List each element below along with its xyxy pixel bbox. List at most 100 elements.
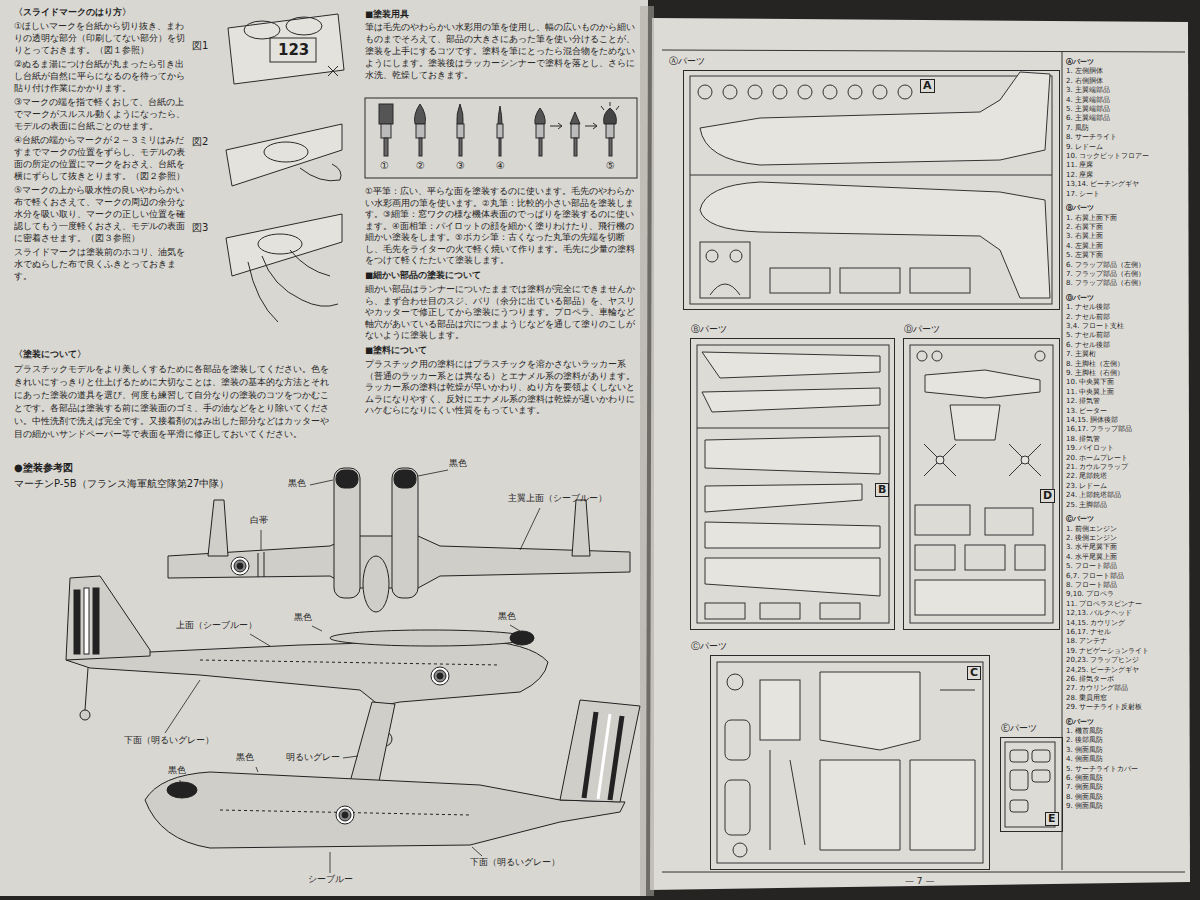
parts-group-heading: Ⓒパーツ xyxy=(691,640,727,652)
sprue-parts xyxy=(700,242,750,298)
parts-list-item: 1. 機首風防 xyxy=(1066,727,1188,736)
sprue-parts xyxy=(910,268,970,293)
sprue-parts xyxy=(1032,750,1050,762)
sprue-parts xyxy=(932,351,942,361)
sprue-letter: E xyxy=(1045,812,1059,826)
text-column: 〈スライドマークのはり方〉①ほしいマークを台紙から切り抜き、まわりの透明な部分（… xyxy=(14,6,186,284)
aircraft-side-view xyxy=(200,660,500,665)
parts-list-item: 5. サーチライトカバー xyxy=(1066,765,1188,774)
parts-list-item: 29. サーチライト反射板 xyxy=(1066,703,1188,712)
sprue-letter: C xyxy=(967,666,981,680)
parts-list-item: 4. 主翼端部品 xyxy=(1066,96,1188,105)
leader-line xyxy=(418,470,448,476)
leader-line xyxy=(256,767,258,772)
brush-illustration xyxy=(497,124,503,138)
aircraft-top-view xyxy=(237,563,243,569)
sprue-parts xyxy=(770,750,771,850)
brush-illustration xyxy=(416,124,425,138)
section-heading: Ⓒパーツ xyxy=(1066,515,1188,524)
aircraft-top-view xyxy=(208,500,228,556)
sprue-parts xyxy=(925,370,1040,398)
parts-list-item: 6. 主翼端部品 xyxy=(1066,114,1188,123)
sprue-parts xyxy=(820,672,920,750)
leader-line xyxy=(510,625,520,631)
sprue-parts xyxy=(823,85,837,99)
parts-list-item: 2. 右側胴体 xyxy=(1066,77,1188,86)
brush-illustration xyxy=(539,138,542,156)
sprue-parts xyxy=(1032,770,1050,782)
decal-figure xyxy=(270,38,316,62)
aircraft-bottom-view xyxy=(350,702,395,786)
sprue-parts xyxy=(702,352,880,378)
sprue-parts xyxy=(705,484,862,512)
parts-list-item: 8. フロート部品 xyxy=(1066,581,1188,590)
parts-list-item: 8. フラップ部品（右側） xyxy=(1066,279,1188,288)
aircraft-side-view xyxy=(510,631,534,645)
sprue-parts xyxy=(702,388,880,412)
parts-list-item: 27. カウリング部品 xyxy=(1066,684,1188,693)
parts-list-item: 6. フラップ部品（左側） xyxy=(1066,261,1188,270)
aircraft-top-view xyxy=(168,468,630,612)
parts-list-item: 1. 右翼上面下面 xyxy=(1066,214,1188,223)
brush-illustration xyxy=(609,138,612,156)
decal-figure xyxy=(226,14,344,322)
sprue-parts xyxy=(917,351,927,361)
parts-list-item: 18. 排気管 xyxy=(1066,435,1188,444)
parts-list-item: 9. 主脚柱（右側） xyxy=(1066,369,1188,378)
parts-list-item: 7. 風防 xyxy=(1066,124,1188,133)
parts-list-item: 6. ナセル後部 xyxy=(1066,341,1188,350)
brush-illustration xyxy=(604,108,617,124)
page-rule xyxy=(662,872,1185,873)
aircraft-side-view xyxy=(80,710,90,720)
parts-list-item: 28. 乗員用窓 xyxy=(1066,694,1188,703)
sprue-parts xyxy=(798,85,812,99)
sprue-parts xyxy=(1015,545,1045,570)
aircraft-bottom-view xyxy=(598,714,610,799)
parts-list-item: 25. 主脚部品 xyxy=(1066,501,1188,510)
parts-list-item: 21. カウルフラップ xyxy=(1066,463,1188,472)
sprue-parts xyxy=(705,603,745,619)
sprue-parts xyxy=(727,674,743,690)
decal-number: 123 xyxy=(278,41,309,59)
brush-illustration xyxy=(536,124,544,138)
aircraft-side-view xyxy=(434,670,446,682)
parts-list-item: 9. レドーム xyxy=(1066,143,1188,152)
color-callout: 黒色 xyxy=(498,611,516,622)
section-heading: Ⓓパーツ xyxy=(1066,294,1188,303)
sprue-parts xyxy=(915,580,1045,615)
decal-figure xyxy=(248,250,338,322)
color-callout: 明るいグレー xyxy=(286,752,340,763)
sprue-parts xyxy=(770,268,830,293)
parts-list-item: 8. 側面風防 xyxy=(1066,793,1188,802)
sprue-parts xyxy=(697,345,889,623)
parts-list-item: 26. 排気ターボ xyxy=(1066,675,1188,684)
sprue-parts xyxy=(723,85,737,99)
sprue-parts xyxy=(950,405,1000,440)
sprue-parts xyxy=(873,85,887,99)
instruction-text: プラスチック用の塗料にはプラスチックを溶かさないラッカー系（普通のラッカー系とは… xyxy=(365,359,639,417)
figure-label: 図3 xyxy=(192,222,208,234)
sprue-frame: ⒶパーツA xyxy=(683,70,1060,310)
aircraft-bottom-view xyxy=(560,700,640,802)
color-callout: 黒色 xyxy=(294,612,312,623)
sprue-parts xyxy=(710,284,740,295)
sprue-parts xyxy=(697,345,889,623)
parts-list-item: 8. 主脚柱（左側） xyxy=(1066,360,1188,369)
parts-list-item: 3. 水平尾翼下面 xyxy=(1066,543,1188,552)
parts-list-item: 22. 尾部銃塔 xyxy=(1066,472,1188,481)
sprue-parts xyxy=(748,85,762,99)
parts-list-item: 19. パイロット xyxy=(1066,444,1188,453)
sprue-parts xyxy=(733,843,747,857)
parts-list-item: 5. フロート部品 xyxy=(1066,562,1188,571)
leader-line xyxy=(343,756,358,758)
sprue-letter: A xyxy=(920,79,935,93)
sprue-parts xyxy=(1009,444,1041,476)
aircraft-bottom-view xyxy=(342,812,348,818)
page-number: — 7 — xyxy=(905,876,934,887)
parts-list-item: 18. アンテナ xyxy=(1066,637,1188,646)
sprue-parts xyxy=(848,85,862,99)
sprue-parts xyxy=(1035,351,1045,361)
text-column: Ⓐパーツ1. 左側胴体2. 右側胴体3. 主翼端部品4. 主翼端部品5. 主翼端… xyxy=(1066,58,1188,812)
